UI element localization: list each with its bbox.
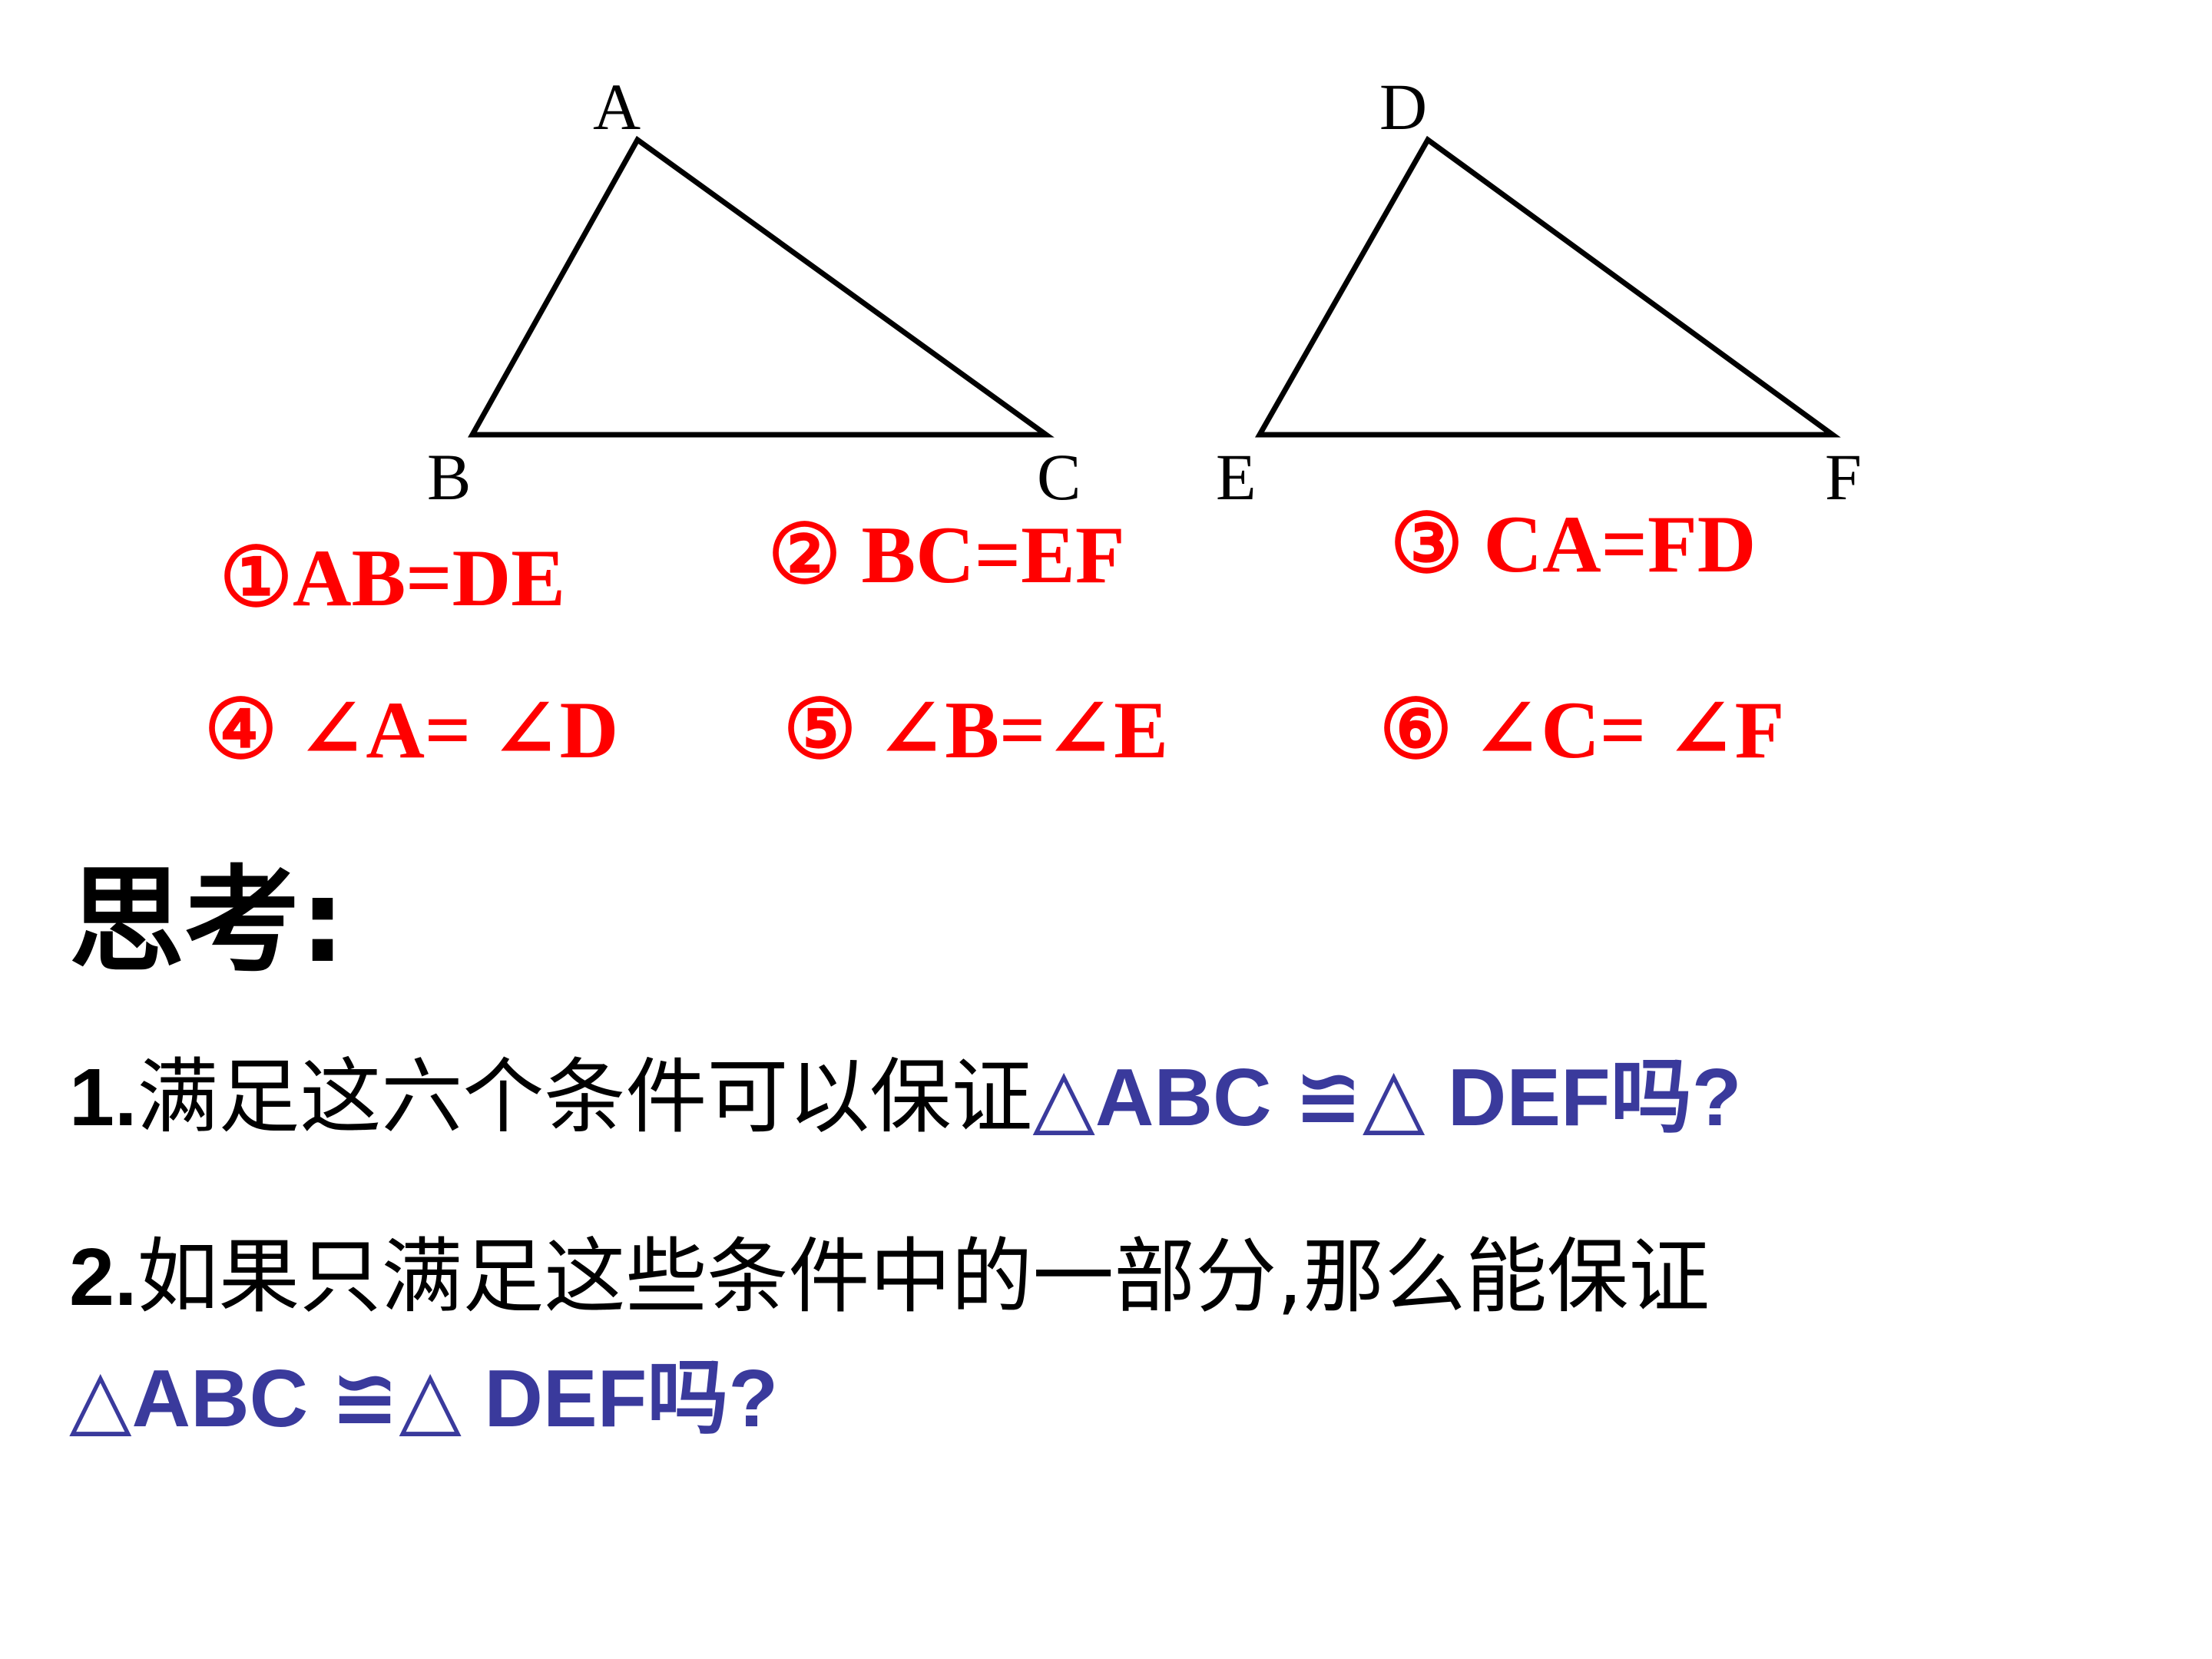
question-1: 1.满足这六个条件可以保证△ABC ≌△ DEF吗? [69, 1057, 1742, 1139]
question-2-text: 如果只满足这些条件中的一部分,那么能保证 [137, 1230, 1710, 1324]
triangle-abc [468, 135, 1055, 438]
thinking-heading: 思考: [69, 855, 346, 988]
vertex-label-d: D [1379, 70, 1427, 144]
condition-4: ④ ∠A= ∠D [204, 685, 619, 775]
vertex-label-f: F [1825, 440, 1862, 514]
condition-2: ② BC=EF [768, 510, 1125, 600]
condition-1: ①AB=DE [220, 533, 565, 623]
question-2: 2.如果只满足这些条件中的一部分,那么能保证 [69, 1237, 1710, 1319]
question-2-expression: △ABC ≌△ DEF吗? [69, 1353, 779, 1444]
question-2-number: 2. [69, 1232, 137, 1323]
condition-3: ③ CA=FD [1390, 499, 1757, 589]
question-1-expression: △ABC ≌△ DEF吗? [1032, 1052, 1742, 1143]
question-2-line-2: △ABC ≌△ DEF吗? [69, 1358, 778, 1439]
vertex-label-a: A [593, 70, 641, 144]
vertex-label-c: C [1037, 440, 1081, 514]
vertex-label-e: E [1216, 440, 1257, 514]
question-1-number: 1. [69, 1052, 137, 1143]
condition-6: ⑥ ∠C= ∠F [1379, 685, 1785, 775]
vertex-label-b: B [427, 440, 471, 514]
question-1-text: 满足这六个条件可以保证 [137, 1050, 1033, 1144]
triangle-def [1254, 135, 1841, 438]
condition-5: ⑤ ∠B=∠E [783, 685, 1168, 775]
